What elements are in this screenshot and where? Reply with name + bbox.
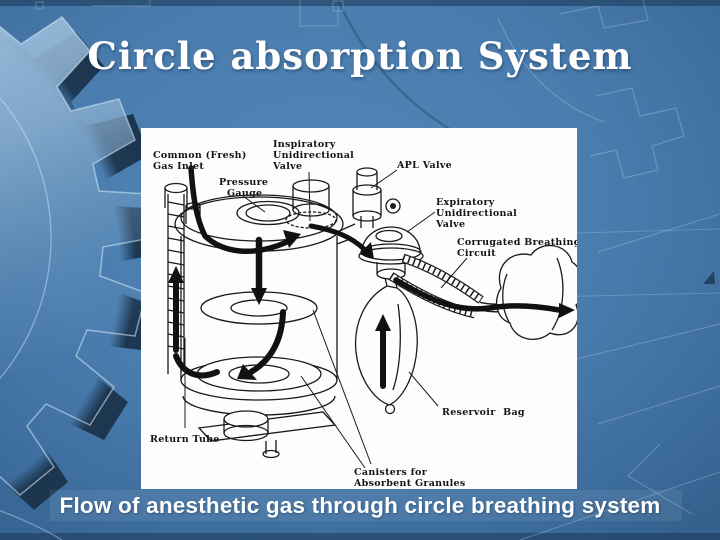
slide-caption: Flow of anesthetic gas through circle br… <box>59 493 661 518</box>
label-canisters-line1: Canisters for <box>354 467 428 478</box>
top-strip <box>0 0 720 6</box>
label-inspiratory-valve-line3: Valve <box>272 161 302 172</box>
label-pressure-gauge-line1: Pressure <box>219 177 268 188</box>
label-common-gas-inlet-line1: Common (Fresh) <box>153 150 247 161</box>
reservoir-bag-drawing <box>354 277 418 415</box>
diagram-image: Common (Fresh) Gas Inlet Pressure Gauge … <box>141 128 577 489</box>
gear-icon <box>0 16 165 540</box>
label-corrugated-circuit-line2: Circuit <box>457 248 496 259</box>
patient-connection-drawing <box>495 244 577 340</box>
label-common-gas-inlet-line2: Gas Inlet <box>153 161 204 172</box>
label-reservoir-bag: Reservoir Bag <box>442 407 525 418</box>
absorber-canister-drawing <box>164 182 344 459</box>
label-canisters-line2: Absorbent Granules <box>353 478 465 489</box>
corner-triangle-decor <box>703 271 715 284</box>
slide-title: Circle absorption System <box>87 34 633 78</box>
label-inspiratory-valve-line2: Unidirectional <box>273 150 354 161</box>
label-expiratory-valve-line1: Expiratory <box>436 197 495 208</box>
bottom-strip <box>0 533 720 540</box>
gear-outline-icon <box>497 0 685 179</box>
label-return-tube: Return Tube <box>150 434 220 445</box>
label-corrugated-circuit-line1: Corrugated Breathing <box>457 237 577 248</box>
caption-highlight-band <box>50 490 682 521</box>
label-pressure-gauge-line2: Gauge <box>227 188 262 199</box>
circle-system-diagram: Common (Fresh) Gas Inlet Pressure Gauge … <box>150 139 577 489</box>
label-expiratory-valve-line2: Unidirectional <box>436 208 517 219</box>
label-inspiratory-valve-line1: Inspiratory <box>273 139 336 150</box>
label-apl-valve: APL Valve <box>396 160 452 171</box>
flow-arrows <box>168 165 575 389</box>
leader-lines <box>184 169 468 469</box>
diagram-labels: Common (Fresh) Gas Inlet Pressure Gauge … <box>150 139 577 489</box>
valves-drawing <box>285 167 424 280</box>
label-expiratory-valve-line3: Valve <box>435 219 465 230</box>
